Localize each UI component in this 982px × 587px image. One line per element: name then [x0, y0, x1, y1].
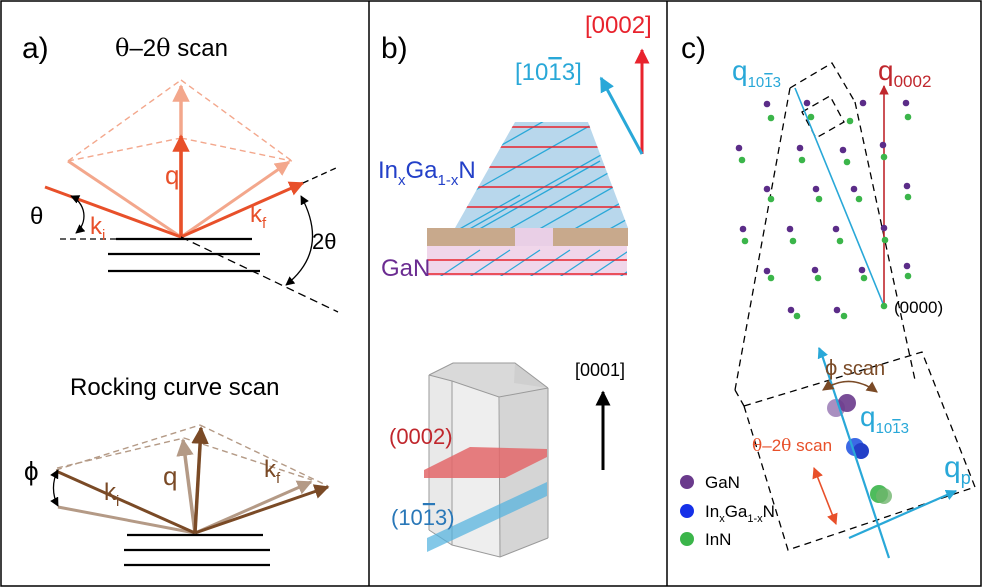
t2t-scan-label: θ–2θ scan	[752, 436, 832, 456]
panel-a: a) θ–2θ scan q ki kf	[22, 32, 339, 567]
direction-0002-label: [0002]	[585, 12, 652, 39]
q0002-label: q0002	[878, 55, 931, 91]
q-label: q	[165, 160, 179, 190]
phi-scan-label: ϕ scan	[825, 355, 885, 380]
two-theta-arc	[285, 195, 314, 286]
rocking-curve-title: Rocking curve scan	[70, 374, 279, 401]
ki-rock-label: ki	[104, 479, 119, 510]
incident-reference-dashes	[67, 79, 293, 162]
kf-extension-dashes	[302, 167, 337, 184]
kf-rock-label: kf	[264, 456, 281, 487]
qp-label: qp	[944, 451, 971, 488]
mask-right	[553, 228, 628, 246]
diffraction-peaks	[827, 394, 892, 504]
measurement-zone-outline	[734, 62, 976, 551]
q1013-label: q1013	[732, 55, 781, 91]
theta-2theta-title: θ–2θ scan	[115, 34, 228, 62]
direction-0001-label: [0001]	[575, 360, 625, 380]
gan-label: GaN	[381, 255, 430, 282]
direction-1013-arrow	[599, 76, 644, 155]
panel-c-label: c)	[681, 32, 706, 65]
legend-ingan-label: InxGa1-xN	[705, 502, 775, 525]
q1013-peak-label: q1013	[860, 401, 909, 437]
panel-b: b) [0002] [1013]	[378, 12, 652, 558]
legend-inn-label: InN	[705, 530, 731, 549]
ingan-label: InxGa1-xN	[378, 157, 476, 189]
q-rock-light	[176, 438, 197, 534]
plane-0002	[424, 447, 547, 478]
ingan-layer	[455, 122, 628, 228]
gan-hatching	[427, 249, 627, 276]
q-rock-label: q	[163, 461, 177, 491]
direction-1013-label: [1013]	[515, 59, 582, 86]
q1013-local-arrow	[817, 346, 828, 360]
phi-scan-arc	[822, 379, 878, 393]
q-rock-arrow	[191, 426, 209, 534]
kf-rock-arrow	[194, 484, 330, 535]
kf-rock-light	[194, 480, 313, 535]
gan-substrate	[427, 246, 627, 276]
mask-left	[427, 228, 515, 246]
legend: GaN InxGa1-xN InN	[680, 473, 775, 549]
phi-label: ϕ	[24, 456, 39, 486]
theta-arc	[70, 195, 86, 234]
plane-1013-label: (1013)	[391, 505, 455, 530]
kf-label: kf	[250, 201, 267, 232]
ki-rock-light	[57, 505, 196, 535]
plane-0002-label: (0002)	[389, 424, 453, 449]
panel-c: c) q0002 q1013	[680, 32, 976, 559]
rocking-reference-dashes	[55, 424, 329, 487]
panel-a-label: a)	[22, 32, 49, 65]
ki-rock-arrow	[55, 469, 196, 535]
kf-light-arrow	[180, 160, 291, 239]
qp-arrow	[848, 489, 958, 540]
reciprocal-lattice-points	[735, 99, 912, 320]
legend-gan-label: GaN	[705, 473, 740, 492]
legend-gan-marker	[680, 475, 694, 489]
ki-light-arrow	[67, 159, 182, 239]
mask-opening	[515, 228, 553, 246]
two-theta-label: 2θ	[312, 229, 336, 254]
origin-label: (0000)	[894, 298, 943, 317]
plane-1013	[427, 482, 547, 552]
rocking-crystal-planes	[124, 533, 270, 567]
t2t-scan-arrow	[812, 466, 838, 526]
phi-arc	[50, 469, 59, 507]
legend-inn-marker	[680, 532, 694, 546]
panel-b-label: b)	[381, 32, 408, 65]
ki-arrow	[44, 185, 182, 239]
theta-label: θ	[30, 203, 43, 230]
transmitted-dashes	[180, 236, 339, 313]
ki-label: ki	[90, 213, 105, 244]
q1013-arrow	[794, 87, 885, 307]
kf-arrow	[180, 181, 305, 239]
legend-ingan-marker	[680, 504, 694, 518]
crystal-planes	[108, 237, 260, 273]
